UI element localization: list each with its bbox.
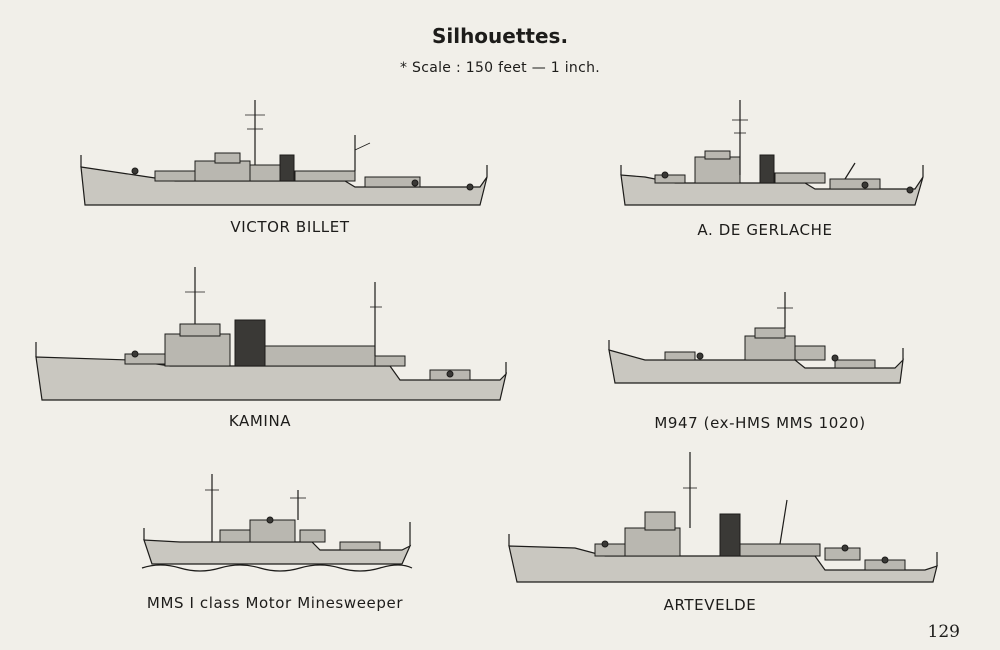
ship-label-victor-billet: VICTOR BILLET xyxy=(230,218,350,236)
ship-artevelde-silhouette xyxy=(508,452,938,583)
ship-label-a-de-gerlache: A. DE GERLACHE xyxy=(697,221,833,239)
ship-victor-billet-silhouette xyxy=(80,100,488,206)
scale-note: * Scale : 150 feet — 1 inch. xyxy=(400,60,600,76)
ship-a-de-gerlache-silhouette xyxy=(620,100,924,206)
ship-label-mms-i-class: MMS I class Motor Minesweeper xyxy=(146,594,404,612)
ship-label-m947: M947 (ex-HMS MMS 1020) xyxy=(654,414,866,432)
page-title: Silhouettes. xyxy=(431,24,569,48)
page-number: 129 xyxy=(927,622,960,642)
ship-label-artevelde: ARTEVELDE xyxy=(663,596,757,614)
ship-kamina-silhouette xyxy=(35,267,508,401)
ship-mms-i-class-silhouette xyxy=(141,474,413,572)
ship-m947-silhouette xyxy=(608,292,904,384)
ship-label-kamina: KAMINA xyxy=(228,412,292,430)
